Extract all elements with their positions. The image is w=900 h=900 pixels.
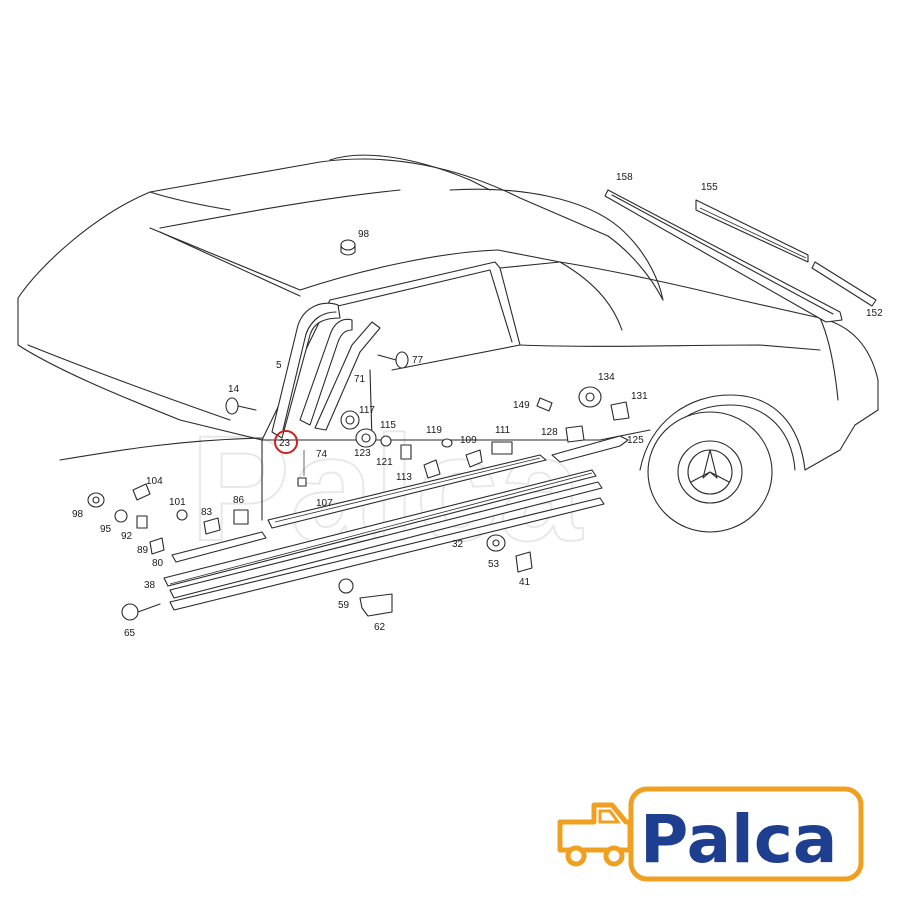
label-86: 86 (233, 495, 245, 506)
clip-121 (400, 444, 412, 460)
label-89: 89 (137, 545, 149, 556)
clip-115 (380, 435, 392, 447)
grommet-53 (486, 534, 506, 552)
logo-text: Palca (640, 801, 837, 878)
clip-92 (136, 515, 148, 529)
label-83: 83 (201, 507, 213, 518)
clip-83 (203, 517, 221, 535)
truck-icon (557, 802, 633, 867)
clip-131 (610, 401, 630, 421)
screw-14 (225, 397, 257, 415)
label-65: 65 (124, 628, 136, 639)
molding-80 (171, 531, 267, 563)
clip-113 (423, 459, 441, 479)
rocker-molding-107 (267, 454, 547, 529)
label-125: 125 (627, 435, 644, 446)
label-121: 121 (376, 457, 393, 468)
grommet-59 (338, 578, 354, 594)
clip-101 (176, 509, 188, 521)
label-62: 62 (374, 622, 386, 633)
a-pillar-trim-71 (314, 321, 381, 431)
label-32: 32 (452, 539, 464, 550)
grommet-98-lower (87, 492, 105, 508)
pin-149 (536, 397, 553, 412)
molding-125 (551, 435, 629, 463)
sill-38 (169, 497, 605, 611)
clip-119 (441, 438, 453, 448)
grommet-123 (355, 428, 377, 448)
cap-152 (811, 261, 877, 307)
screw-65 (121, 603, 161, 621)
highlight-ring-23 (274, 430, 298, 454)
clip-98-top (340, 239, 356, 256)
clip-89 (149, 537, 165, 555)
label-149: 149 (513, 400, 530, 411)
label-53: 53 (488, 559, 500, 570)
label-41: 41 (519, 577, 531, 588)
clip-95 (114, 509, 128, 523)
clip-111 (491, 441, 513, 455)
label-109: 109 (460, 435, 477, 446)
label-134: 134 (598, 372, 615, 383)
a-pillar-trim-inner (299, 318, 353, 426)
label-77: 77 (412, 355, 424, 366)
clip-41 (515, 551, 533, 573)
label-74: 74 (316, 449, 328, 460)
clip-109 (465, 449, 483, 468)
label-152: 152 (866, 308, 883, 319)
label-131: 131 (631, 391, 648, 402)
label-128: 128 (541, 427, 558, 438)
label-23: 23 (279, 438, 291, 449)
sill-32 (163, 469, 603, 599)
label-101: 101 (169, 497, 186, 508)
parts-artwork (87, 189, 877, 621)
callout-labels: 98 158 155 152 5 77 71 14 117 115 23 74 … (72, 172, 883, 639)
label-92: 92 (121, 531, 133, 542)
label-38: 38 (144, 580, 156, 591)
label-95: 95 (100, 524, 112, 535)
label-14: 14 (228, 384, 240, 395)
clip-74 (297, 450, 307, 487)
strip-155 (695, 199, 809, 263)
clip-128 (565, 425, 585, 443)
label-111: 111 (495, 425, 511, 436)
label-117: 117 (359, 405, 375, 416)
clip-86 (233, 509, 249, 525)
label-115: 115 (380, 420, 396, 431)
label-104: 104 (146, 476, 163, 487)
label-119: 119 (426, 425, 442, 436)
palca-logo: Palca (557, 786, 864, 882)
label-71: 71 (354, 374, 366, 385)
label-123: 123 (354, 448, 371, 459)
label-113: 113 (396, 472, 412, 483)
label-158: 158 (616, 172, 633, 183)
rail-158 (604, 189, 843, 323)
bracket-62 (359, 593, 393, 617)
label-107: 107 (316, 498, 333, 509)
grommet-134 (578, 386, 602, 408)
pin-104 (132, 483, 151, 501)
label-59: 59 (338, 600, 350, 611)
screw-77 (377, 351, 409, 369)
label-5: 5 (276, 360, 282, 371)
label-155: 155 (701, 182, 718, 193)
label-98-lower: 98 (72, 509, 84, 520)
label-98-top: 98 (358, 229, 370, 240)
car-body-outline (17, 154, 879, 533)
label-80: 80 (152, 558, 164, 569)
grommet-117 (340, 410, 360, 430)
